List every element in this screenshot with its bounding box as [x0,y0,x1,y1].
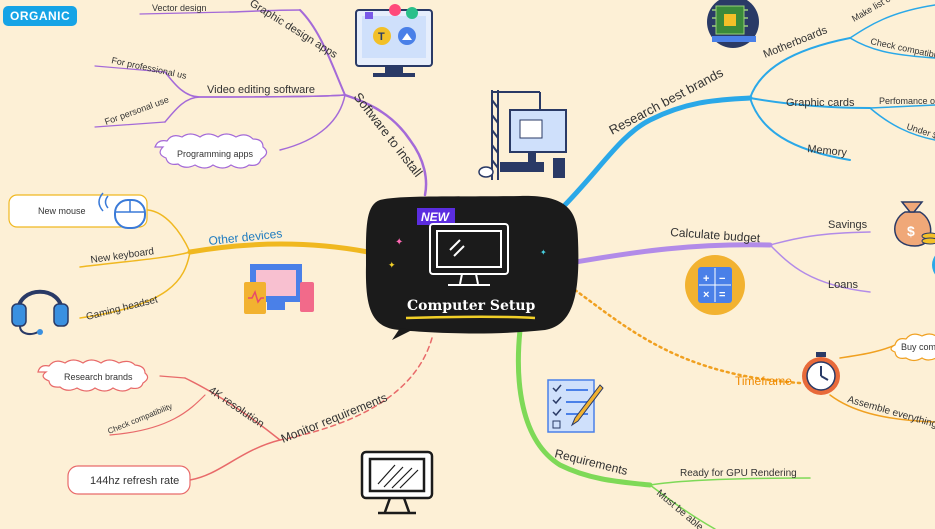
graphic-cards-label[interactable]: Graphic cards [786,97,855,109]
graphic-design-label[interactable]: Graphic design apps [247,0,339,61]
under-label[interactable]: Under $ [905,121,935,140]
4k-resolution-label[interactable]: 4K resolution [206,385,266,431]
branch-requirements [515,327,811,529]
svg-text:=: = [719,289,725,301]
video-editing-label[interactable]: Video editing software [207,84,315,96]
loans-label[interactable]: Loans [828,279,858,291]
motherboard-icon [707,0,759,48]
branch-timeframe [573,288,935,423]
make-list-label[interactable]: Make list of best opt [850,0,925,24]
partial-circle-icon [932,255,935,275]
memory-label[interactable]: Memory [807,143,848,159]
svg-text:$: $ [907,223,915,239]
center-node[interactable]: NEW Computer Setup ✦ ✦ ✦ [365,195,579,340]
software-label[interactable]: Software to install [351,90,426,180]
checklist-icon [547,379,604,433]
programming-apps-cloud[interactable] [154,133,268,169]
monitor-requirements-label[interactable]: Monitor requirements [279,390,389,445]
must-be-able-label[interactable]: Must be able [654,488,705,529]
requirements-label[interactable]: Requirements [553,446,629,478]
branch-software [94,9,428,197]
refresh-rate-box[interactable] [67,465,191,495]
headset-icon [11,289,69,335]
new-tag-bg [417,208,455,225]
sparkle-icon: ✦ [388,260,396,270]
mouse-icon [98,192,146,229]
gpu-rendering-label[interactable]: Ready for GPU Rendering [680,468,797,479]
organic-badge[interactable]: ORGANIC [3,6,78,26]
center-title: Computer Setup [407,298,536,314]
retro-monitor-icon [360,450,434,515]
desktop-apps-icon: T [355,4,433,77]
assemble-label[interactable]: Assemble everything [846,394,935,430]
devices-icon [244,264,314,314]
check-compat-label[interactable]: Check compatibili [870,36,935,60]
gaming-headset-label[interactable]: Gaming headset [85,294,159,322]
monitor-icon [429,223,509,286]
svg-text:+: + [703,273,709,285]
refresh-rate-label[interactable]: 144hz refresh rate [90,475,179,487]
new-mouse-label[interactable]: New mouse [38,206,86,216]
new-mouse-box[interactable] [8,194,148,228]
branch-devices [79,209,371,319]
buy-cloud[interactable] [890,333,935,362]
performance-label[interactable]: Perfomance o [879,96,935,106]
buy-label[interactable]: Buy com [901,342,935,352]
sparkle-icon: ✦ [540,248,547,257]
svg-text:×: × [703,289,709,301]
research-brands-cloud[interactable] [37,359,149,392]
new-tag: NEW [421,210,451,224]
mon-research-brands-label[interactable]: Research brands [64,372,133,382]
budget-label[interactable]: Calculate budget [670,225,761,245]
branch-budget [572,231,871,293]
branch-monitor [109,337,433,481]
money-bag-icon: $ [894,201,935,247]
svg-text:−: − [719,273,725,285]
sparkle-icon: ✦ [395,237,403,248]
savings-label[interactable]: Savings [828,219,868,231]
stopwatch-icon [802,352,840,395]
svg-text:T: T [378,31,385,43]
crane-computer-icon [478,90,567,180]
branch-brands [557,4,935,213]
calculator-icon: + − × = [685,255,745,315]
timeframe-label[interactable]: Timeframe [735,374,792,388]
vector-design-label[interactable]: Vector design [152,3,207,13]
new-keyboard-label[interactable]: New keyboard [90,246,155,266]
programming-apps-label[interactable]: Programming apps [177,149,254,159]
